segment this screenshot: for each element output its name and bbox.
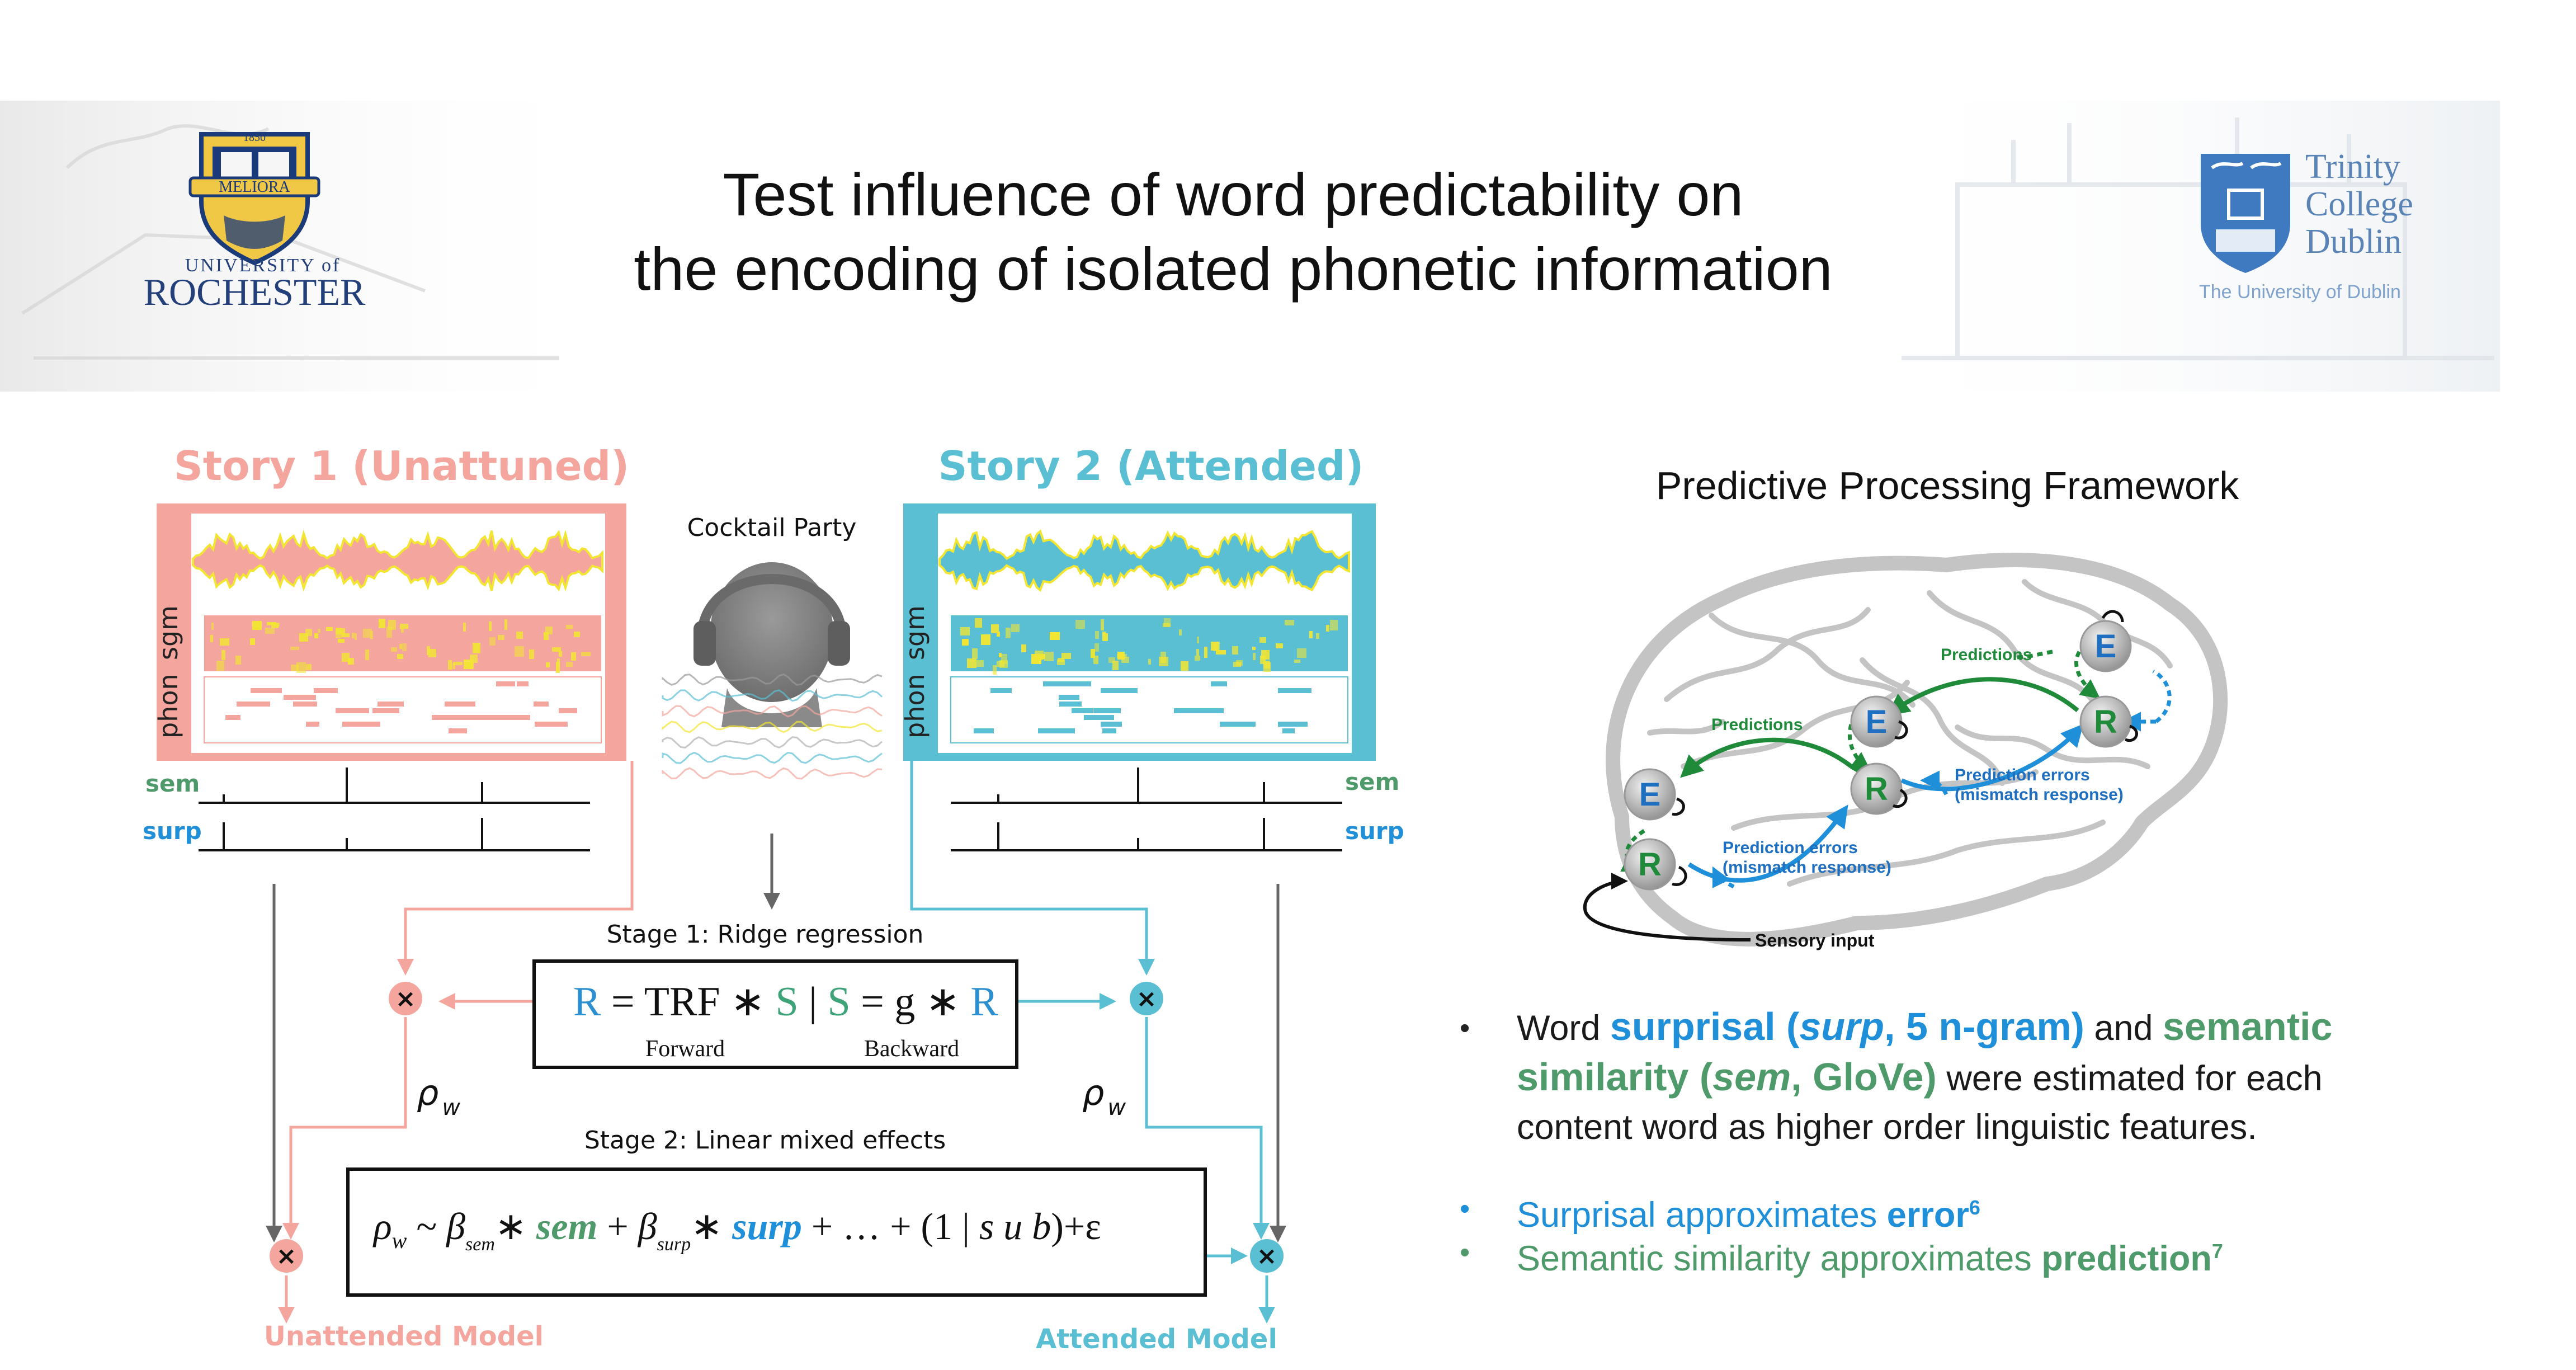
node-E-low: E [1624,768,1676,821]
story1-label-surp: surp [143,817,202,845]
story2-label-surp: surp [1345,817,1404,845]
bullet-marker-2: • [1460,1193,1470,1225]
story1-label-sgm: sgm [153,605,183,660]
story1-phonemes [225,681,577,733]
story2-label-phon: phon [900,674,930,738]
bullet-1: Word surprisal (surp, 5 n-gram) and sema… [1517,1005,2333,1147]
node-E-mid: E [1850,695,1903,748]
attended-model-label: Attended Model [1036,1324,1277,1355]
story2-waveform [938,529,1350,592]
tcd-line3: Dublin [2305,223,2402,261]
svg-text:×: × [1136,985,1157,1013]
stage1-box [532,959,1018,1069]
story2-label-sem: sem [1345,768,1399,795]
sensory-input-label: Sensory input [1755,930,1875,950]
story2-sem-trace [951,768,1342,804]
bullet-2: Surprisal approximates error6 [1517,1195,1980,1235]
svg-text:E: E [1639,776,1661,813]
rochester-motto: MELIORA [219,178,290,196]
bullet-3: Semantic similarity approximates predict… [1517,1239,2223,1278]
svg-text:×: × [276,1242,297,1270]
multiply-node-stage2-right: × [1250,1239,1284,1273]
bullet-marker-3: • [1460,1236,1470,1269]
node-E-high: E [2079,620,2132,672]
svg-text:R: R [1865,771,1888,807]
node-R-mid: R [1850,762,1903,815]
title-line-2: the encoding of isolated phonetic inform… [634,235,1832,303]
predictions-label-high: Predictions [1941,646,2032,664]
svg-text:R: R [2094,704,2117,740]
prediction-errors-label-low: Prediction errors [1723,839,1858,857]
story1-title: Story 1 (Unattuned) [174,442,629,489]
cocktail-party-label: Cocktail Party [687,514,857,542]
tcd-line1: Trinity [2305,148,2400,186]
predictions-label-low: Predictions [1711,715,1803,734]
svg-text:×: × [1257,1242,1277,1270]
tcd-line2: College [2305,185,2413,223]
rochester-univ-text: UNIVERSITY of [185,255,341,276]
brain-outline [1606,553,2228,947]
tcd-subtitle: The University of Dublin [2199,281,2401,303]
story1-sem-trace [199,768,590,804]
stage2-box [346,1167,1207,1297]
method-diagram: Story 1 (Unattuned) phon sgm sem surp [143,442,1404,1355]
tcd-logo: Trinity College Dublin The University of… [2199,148,2413,303]
story2-label-sgm: sgm [900,605,930,660]
svg-text:E: E [1866,704,1888,740]
story2-panel: phon sgm [900,503,1376,761]
rochester-name: ROCHESTER [144,271,366,313]
story2-surp-trace [951,818,1342,851]
svg-text:×: × [395,985,416,1013]
rochester-logo: MELIORA 1850 UNIVERSITY of ROCHESTER [144,131,366,313]
story2-title: Story 2 (Attended) [938,442,1364,489]
rochester-year: 1850 [243,131,266,144]
bullet-marker-1: • [1460,1012,1470,1044]
story1-waveform [192,529,603,592]
mismatch-label-high: (mismatch response) [1955,785,2124,804]
prediction-error-dotted-arrows [1712,669,2172,889]
story1-label-phon: phon [153,674,183,738]
prediction-errors-label-high: Prediction errors [1955,766,2090,784]
story1-surp-trace [199,818,590,851]
story2-phonemes [974,681,1311,733]
multiply-node-stage2-left: × [270,1239,303,1273]
stage1-equation: R = TRF ∗ S | S = g ∗ R [573,979,998,1025]
story1-panel: phon sgm [153,503,626,761]
multiply-node-stage1-left: × [389,982,422,1015]
stage1-backward: Backward [864,1036,959,1062]
rochester-seal: MELIORA 1850 [188,131,320,266]
sensory-input-arrow [1583,873,1751,941]
node-R-high: R [2079,695,2132,748]
title-line-1: Test influence of word predictability on [723,161,1744,228]
node-R-low: R [1624,838,1676,891]
self-loop-arrows [1672,610,2138,886]
flow-arrows [266,761,1286,1324]
story1-label-sem: sem [145,770,200,797]
framework-title: Predictive Processing Framework [1656,464,2240,507]
framework-diagram: E R E R E R [1583,553,2228,950]
stage2-equation: ρw ~ βsem∗ sem + βsurp∗ surp + … + (1 | … [372,1205,1101,1255]
stage1-forward: Forward [645,1036,725,1062]
listener-head-icon [693,562,850,727]
stage1-label: Stage 1: Ridge regression [607,920,924,949]
mismatch-label-low: (mismatch response) [1723,858,1891,877]
stage2-label: Stage 2: Linear mixed effects [584,1126,946,1155]
unattended-model-label: Unattended Model [264,1321,544,1352]
svg-text:E: E [2095,628,2117,665]
sound-waves [662,673,883,780]
svg-text:R: R [1638,846,1662,883]
multiply-node-stage1-right: × [1130,982,1163,1015]
